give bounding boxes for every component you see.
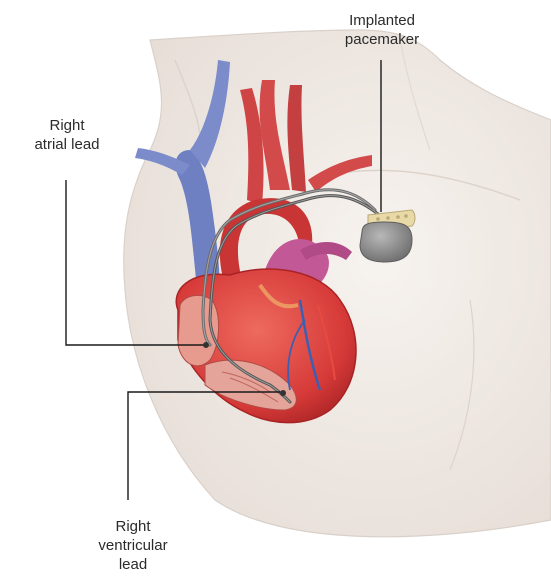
- label-pacemaker-line2: pacemaker: [322, 30, 442, 49]
- lead-tip-ventricular: [280, 390, 286, 396]
- label-atrial-line2: atrial lead: [12, 135, 122, 154]
- pacemaker-device-icon: [360, 210, 415, 262]
- label-right-atrial-lead: Right atrial lead: [12, 116, 122, 154]
- label-implanted-pacemaker: Implanted pacemaker: [322, 11, 442, 49]
- label-ventricular-line1: Right: [78, 517, 188, 536]
- label-ventricular-line3: lead: [78, 555, 188, 574]
- label-ventricular-line2: ventricular: [78, 536, 188, 555]
- label-right-ventricular-lead: Right ventricular lead: [78, 517, 188, 574]
- label-pacemaker-line1: Implanted: [322, 11, 442, 30]
- label-atrial-line1: Right: [12, 116, 122, 135]
- lead-tip-atrial: [203, 342, 209, 348]
